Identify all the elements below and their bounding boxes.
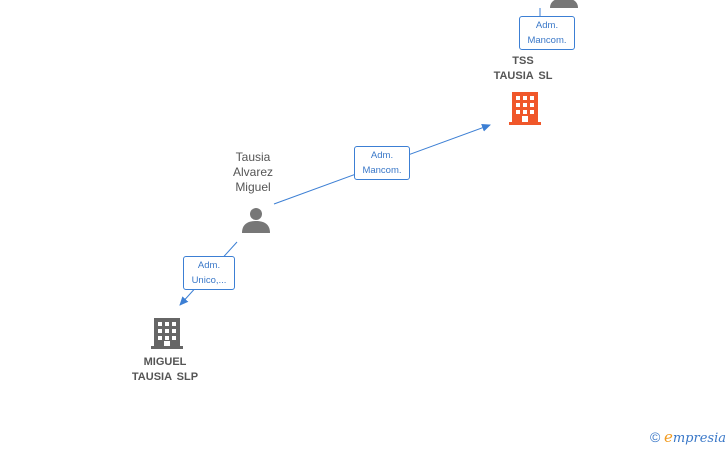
brand-logo-e: e <box>663 428 673 446</box>
copyright-icon: © <box>650 429 661 445</box>
building-icon[interactable] <box>509 92 541 125</box>
company-name-label-tss-tausia-sl[interactable]: TSS TAUSIA SL <box>493 55 553 82</box>
company-name-label-miguel-tausia-slp[interactable]: MIGUEL TAUSIA SLP <box>131 356 199 383</box>
person-name-label[interactable]: Tausia Alvarez Miguel <box>232 150 273 194</box>
brand-logo-text: mpresia <box>672 431 726 446</box>
brand-footer: © empresia <box>650 428 726 446</box>
building-icon[interactable] <box>151 318 183 349</box>
edge-label-adm-mancom: Adm. Mancom. <box>354 146 410 180</box>
person-icon[interactable] <box>550 0 578 8</box>
person-icon[interactable] <box>242 208 270 233</box>
edge-label-adm-unico: Adm. Unico,... <box>183 256 235 290</box>
edge-label-adm-mancom-top: Adm. Mancom. <box>519 16 575 50</box>
